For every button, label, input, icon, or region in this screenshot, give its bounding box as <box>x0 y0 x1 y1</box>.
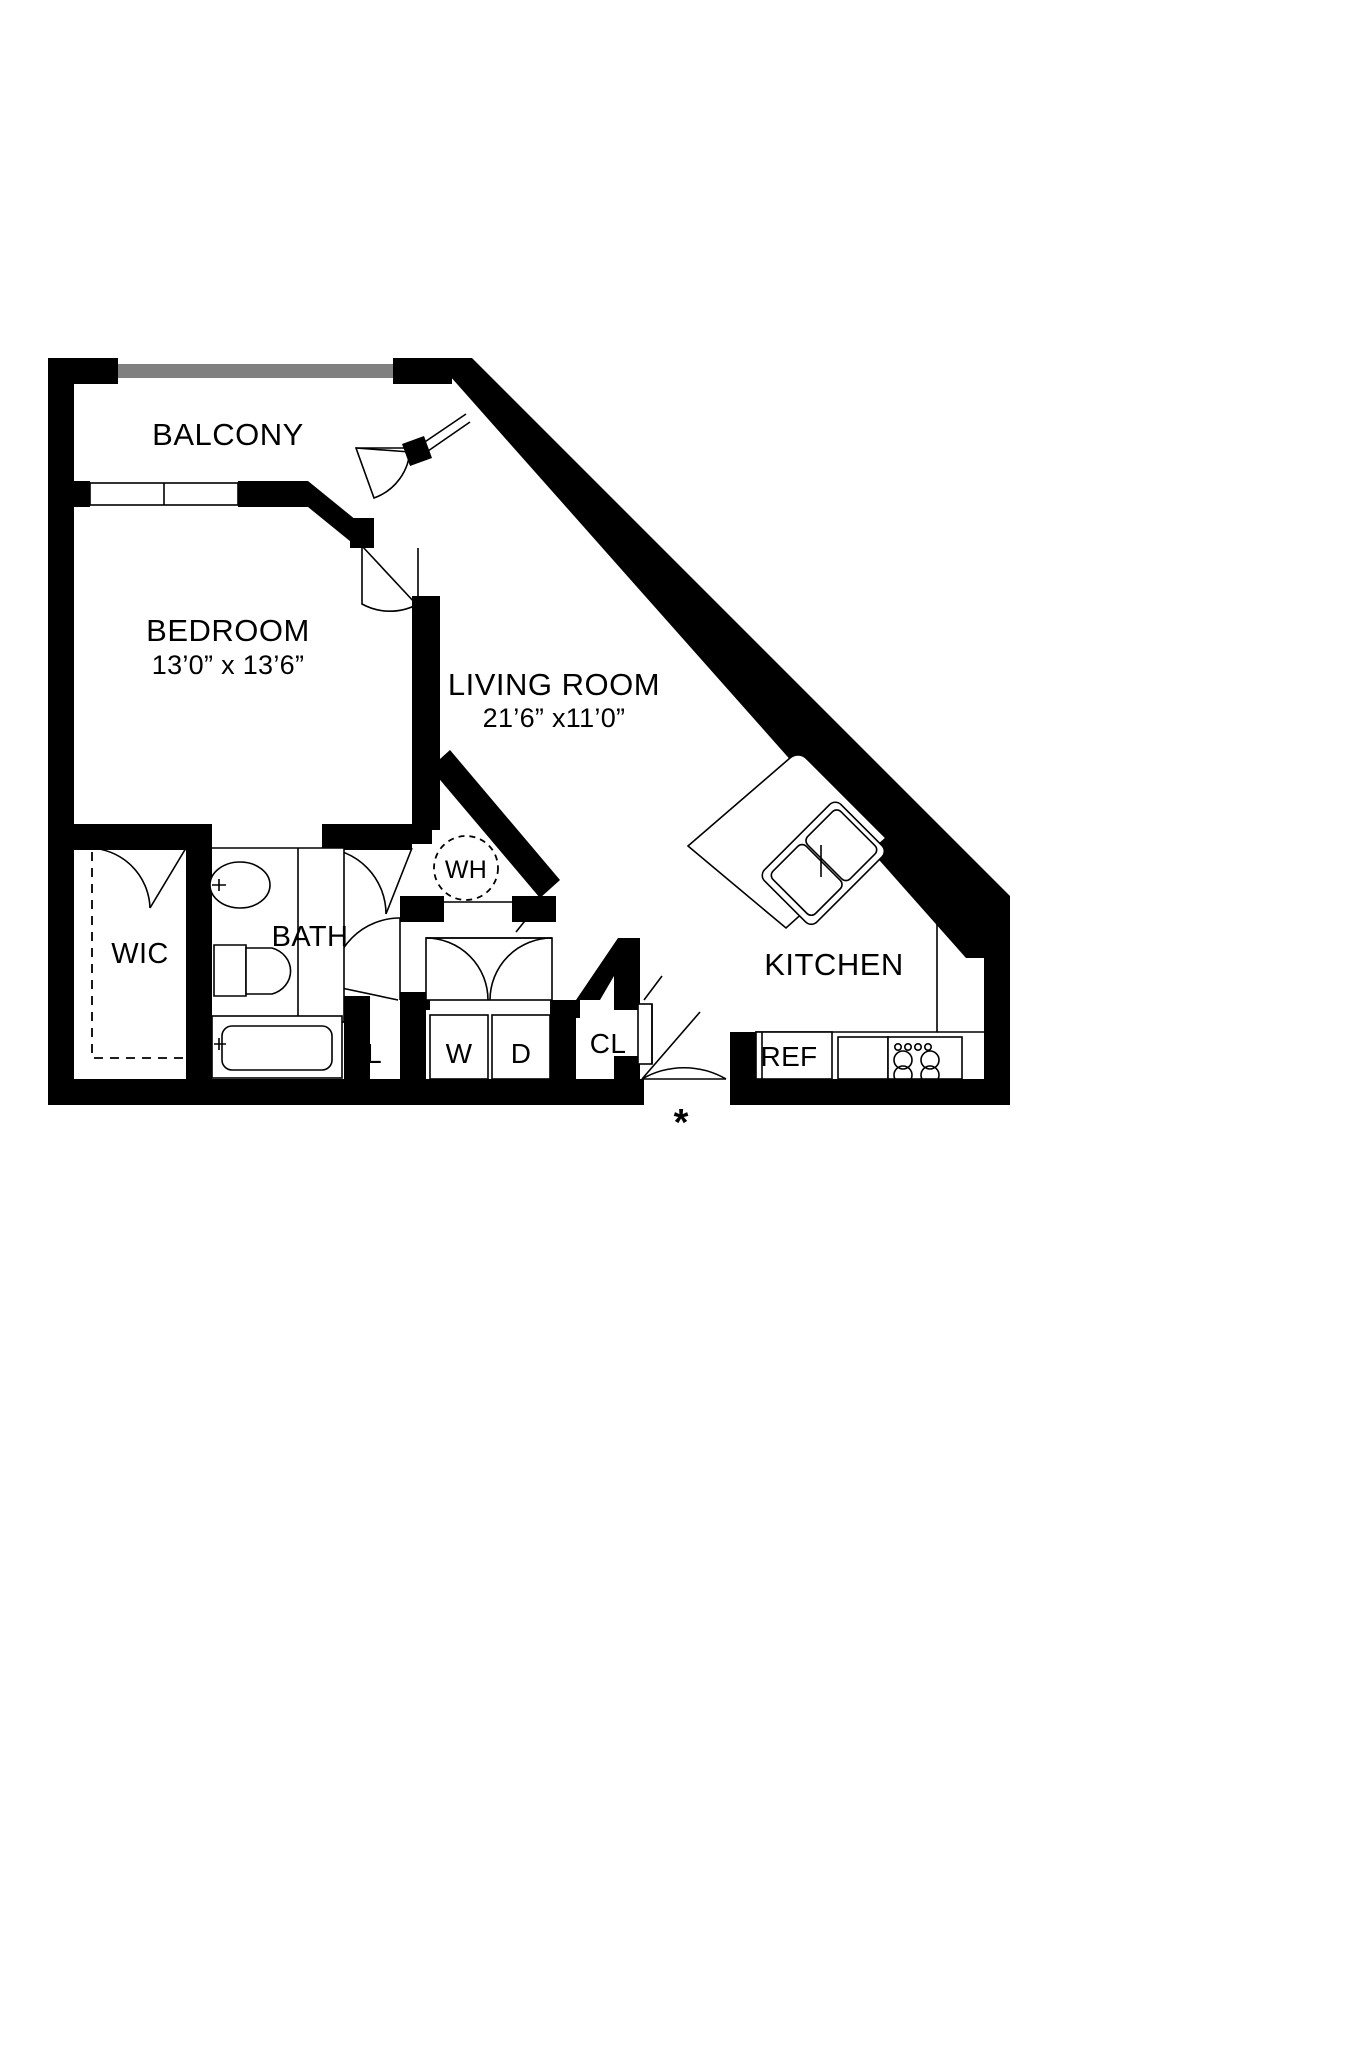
laundry-door-swing-right <box>489 937 553 1001</box>
balcony-door-leaf <box>409 413 467 453</box>
kitchen-island-counter <box>686 754 888 930</box>
label-water-heater: WH <box>445 856 487 884</box>
wic-door-leaf2 <box>149 847 187 909</box>
range-burner-2-icon <box>920 1050 940 1070</box>
range-knob-2-icon <box>903 1043 912 1052</box>
wall-laundry-top <box>550 1000 580 1018</box>
doors-group <box>87 447 727 1080</box>
water-heater-circle-icon <box>433 835 499 901</box>
entry-door-swing <box>641 1066 727 1080</box>
wall-bedroom-angled <box>308 481 356 546</box>
label-living-room-dimensions: 21’6” x11’0” <box>483 703 626 733</box>
label-kitchen: KITCHEN <box>764 947 904 982</box>
wall-wh-bottom <box>400 896 444 922</box>
wall-living-angled <box>430 750 560 898</box>
range-burner-4-icon <box>920 1065 940 1085</box>
wall-balcony-bedroom-right <box>238 481 308 507</box>
closet-door-arrow <box>643 975 663 1001</box>
sink-basin-icon <box>209 861 271 909</box>
wall-closet-angled <box>576 938 640 1010</box>
wall-exterior-left <box>48 358 74 1105</box>
label-bedroom-dimensions: 13’0” x 13’6” <box>152 650 304 680</box>
wall-balcony-bedroom-left <box>64 481 90 507</box>
wall-wic-bath-divider <box>186 824 212 1105</box>
entry-door-leaf <box>641 1011 701 1080</box>
wall-bedroom-living-vertical <box>412 596 440 830</box>
bath-fixtures-group <box>209 847 345 1079</box>
balcony-door-leaf-2 <box>414 421 471 461</box>
walls-group <box>48 358 1010 1105</box>
footnote-asterisk: * <box>674 1102 689 1144</box>
wic-door-swing <box>87 847 151 909</box>
kitchen-sink-bowl-right <box>805 809 878 882</box>
range-burner-3-icon <box>893 1065 913 1085</box>
wall-exterior-bottom <box>48 1079 644 1105</box>
label-dryer: D <box>511 1038 532 1069</box>
label-closet: CL <box>590 1028 626 1059</box>
wall-exterior-diagonal <box>434 358 1010 958</box>
label-balcony: BALCONY <box>152 417 304 452</box>
wh-closet-door-leaf <box>515 901 541 933</box>
door-jamb-bedroom <box>350 518 374 548</box>
balcony-railing <box>118 364 393 378</box>
wic-shelving-group <box>91 852 200 1059</box>
label-bath: BATH <box>272 921 349 953</box>
range-knob-3-icon <box>913 1043 922 1052</box>
laundry-opening <box>425 937 553 1001</box>
refrigerator-box <box>755 1031 833 1080</box>
laundry-door-swing-left <box>425 937 489 1001</box>
kitchen-sink-bowl-left <box>770 843 843 917</box>
bedroom-door-leaf-line <box>361 545 417 605</box>
closet-door-panel <box>637 1003 653 1065</box>
wall-balcony-top-right <box>393 358 452 384</box>
wall-bath-right <box>344 996 370 1079</box>
bath-door-leaf2 <box>385 847 413 915</box>
bathtub-inner <box>221 1025 333 1071</box>
kitchen-group <box>686 754 984 1085</box>
bathtub-faucet-icon <box>214 1038 226 1050</box>
range-knob-4-icon <box>923 1043 932 1052</box>
dryer-box <box>491 1014 551 1080</box>
wall-exterior-right <box>984 945 1010 1105</box>
wall-kitchen-ref-left <box>730 1032 756 1079</box>
wall-wic-top <box>64 824 186 850</box>
washer-box <box>429 1014 489 1080</box>
water-heater-group <box>433 835 499 901</box>
toilet-tank <box>213 944 247 997</box>
label-bedroom: BEDROOM <box>146 613 310 648</box>
sink-faucet-icon <box>212 879 226 891</box>
balcony-door-swing-line <box>355 447 411 453</box>
labels-group: BALCONY BEDROOM 13’0” x 13’6” LIVING ROO… <box>111 417 904 1144</box>
label-living-room: LIVING ROOM <box>448 667 660 702</box>
base-cabinet <box>837 1036 889 1080</box>
wall-closet-right <box>614 1056 640 1105</box>
balcony-door-swing <box>354 447 411 500</box>
label-washer: W <box>446 1038 473 1069</box>
wic-shelf-dashed <box>91 852 200 1059</box>
label-linen: L <box>366 1038 382 1069</box>
toilet-bowl-icon <box>245 947 292 995</box>
wall-bath-top-right <box>322 824 412 850</box>
wall-linen-top <box>400 992 430 1010</box>
wall-laundry-right <box>550 1000 576 1079</box>
bedroom-door-swing <box>361 546 419 613</box>
range-burner-1-icon <box>893 1050 913 1070</box>
wall-exterior-bottom-right <box>730 1079 1010 1105</box>
range-knob-1-icon <box>893 1043 902 1052</box>
laundry-group <box>429 1014 551 1080</box>
label-refrigerator: REF <box>761 1041 818 1072</box>
wall-linen-right <box>400 992 426 1079</box>
label-wic: WIC <box>111 938 169 970</box>
